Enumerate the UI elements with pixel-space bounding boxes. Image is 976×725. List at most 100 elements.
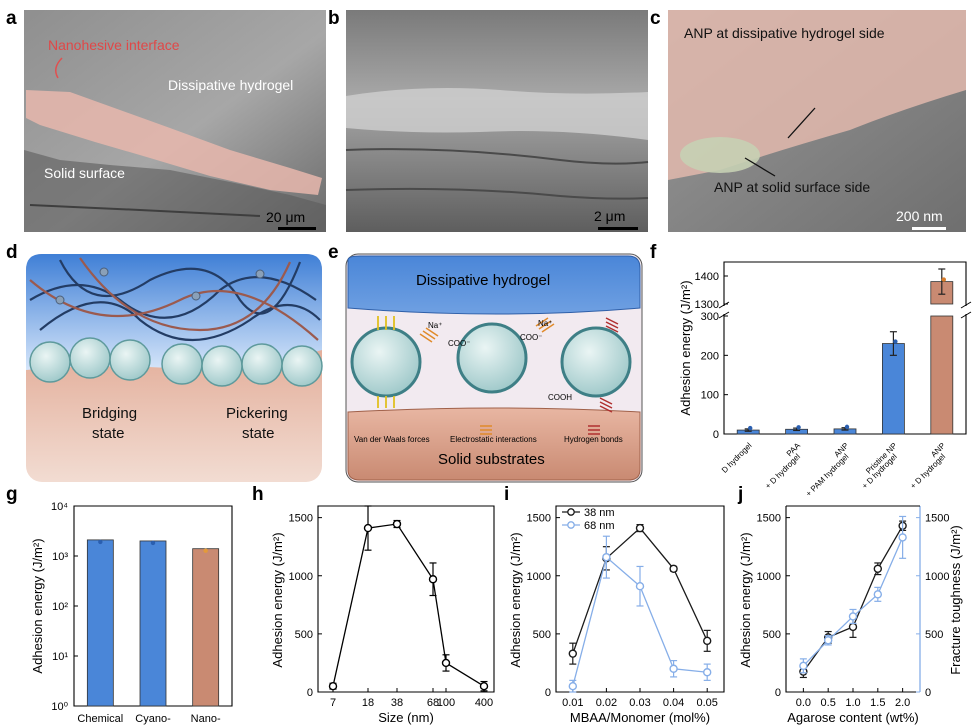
h-xtick-label-1: 18 (362, 697, 374, 709)
panel-c: c ANP at dissipative hydrogel side ANP a… (650, 8, 966, 232)
panel-letter-b: b (328, 8, 340, 29)
h-ytick-label-0: 0 (307, 687, 313, 699)
j-xlabel: Agarose content (wt%) (787, 710, 919, 725)
g-bar-1 (139, 540, 167, 707)
f-bar-3 (882, 343, 905, 435)
f-point-1 (796, 425, 801, 430)
g-ylabel: Adhesion energy (J/m²) (30, 538, 45, 673)
h-xtick-label-4: 100 (437, 697, 455, 709)
f-break-mark-left-2 (718, 301, 730, 309)
nanohesive-layer (26, 90, 322, 195)
f-xlabel-4-1: + D hydrogel (909, 452, 948, 491)
h-xtick-label-0: 7 (330, 697, 336, 709)
g-xlabel-1-0: Cyano- (135, 713, 171, 725)
legend-electrostatic: Electrostatic interactions (450, 435, 537, 444)
panel-letter-h: h (252, 484, 264, 505)
i-ylabel: Adhesion energy (J/m²) (508, 532, 523, 667)
f-bar-4-lower (930, 315, 954, 435)
label-anp-hydrogel-side: ANP at dissipative hydrogel side (684, 25, 885, 41)
j-xtick-label-2: 1.0 (845, 697, 860, 709)
h-point-0 (328, 681, 338, 691)
g-point-1 (150, 540, 156, 546)
h-xtick-label-2: 38 (391, 697, 403, 709)
scale-bar-b (598, 227, 638, 230)
j-y2label: Fracture toughness (J/m²) (948, 525, 963, 675)
layer-line-b2 (345, 187, 649, 200)
j-series-1-point-4 (898, 533, 907, 542)
h-ytick-label-1: 500 (295, 629, 313, 641)
h-xtick-label-3: 68 (427, 697, 439, 709)
g-bar-2 (192, 548, 220, 707)
pointer-solid-side (744, 157, 776, 177)
f-ytick-label-2: 200 (701, 350, 719, 362)
nanoparticles-d (29, 337, 323, 387)
panel-e: e Dissipative hydrogel Solid substrates … (328, 242, 643, 483)
j-ytick-label-left-2: 1000 (757, 571, 781, 583)
h-ytick-label-2: 1000 (289, 571, 313, 583)
crosslink-points (55, 267, 265, 305)
electrostatic-marks (419, 317, 555, 435)
scale-bar-a (278, 227, 316, 230)
i-ytick-label-0: 0 (545, 687, 551, 699)
panel-letter-e: e (328, 242, 339, 263)
g-ytick-label-3: 10³ (52, 551, 68, 563)
panel-d: d Bridging state Pickering state (6, 242, 323, 482)
panel-a: a Nanohesive interface Dissipative hydro… (6, 8, 326, 232)
i-xlabel: MBAA/Monomer (mol%) (570, 710, 710, 725)
i-series-0-point-4 (703, 636, 712, 646)
layer-line-b1 (345, 148, 649, 165)
solid-surface-region (24, 150, 326, 232)
i-series-1-point-4 (703, 668, 712, 677)
i-legend-marker-0 (567, 508, 575, 516)
f-point-2 (844, 424, 850, 430)
panel-b: b 2 μm (328, 8, 649, 232)
i-series-1-point-3 (669, 664, 678, 673)
i-series-1-point-1 (602, 552, 611, 562)
i-series-0-point-0 (568, 649, 577, 658)
j-series-1-point-0 (799, 661, 808, 671)
f-ytick-label-5: 1400 (695, 271, 719, 283)
h-line (332, 523, 485, 687)
f-axes-frame (723, 261, 967, 435)
label-dissipative-hydrogel-e: Dissipative hydrogel (416, 272, 550, 289)
i-series-1-point-0 (568, 681, 577, 691)
panel-letter-i: i (504, 484, 509, 505)
h-axes-frame (317, 505, 495, 693)
label-pickering-state: state (242, 425, 275, 442)
f-xlabel-2-1: + PAM hydrogel (804, 452, 851, 499)
g-xlabel-2-0: Nano- (191, 713, 221, 725)
j-ytick-label-left-0: 0 (775, 687, 781, 699)
panel-letter-d: d (6, 242, 18, 263)
scale-bar-c (912, 227, 946, 230)
j-series-1-point-2 (848, 612, 858, 621)
j-series-0-point-3 (873, 564, 883, 573)
scale-bar-label-b: 2 μm (594, 208, 625, 224)
i-xtick-label-0: 0.01 (562, 697, 583, 709)
panel-letter-g: g (6, 484, 18, 505)
scale-bar-label-c: 200 nm (896, 208, 943, 224)
label-dissipative-hydrogel: Dissipative hydrogel (168, 77, 293, 93)
i-ytick-label-1: 500 (533, 629, 551, 641)
vdw-arrows (377, 316, 395, 408)
g-ytick-label-0: 10⁰ (51, 701, 68, 713)
label-bridging-state: state (92, 425, 125, 442)
label-pickering: Pickering (226, 405, 288, 422)
i-series-0-point-3 (669, 564, 678, 573)
nanoparticles-e (350, 322, 632, 398)
f-ytick-label-3: 300 (701, 311, 719, 323)
hydrogel-e (347, 255, 641, 315)
hydrogen-bond-marks (588, 317, 619, 435)
f-ylabel: Adhesion energy (J/m²) (678, 280, 693, 415)
i-axes-frame (555, 505, 725, 693)
f-break-mark-right-1 (960, 311, 972, 319)
i-xtick-label-2: 0.03 (629, 697, 650, 709)
i-legend-label-0: 38 nm (584, 507, 615, 519)
label-cooh: COOH (548, 393, 572, 402)
panel-letter-a: a (6, 8, 17, 29)
panel-letter-c: c (650, 8, 661, 29)
scale-bar-label-a: 20 μm (266, 209, 305, 225)
label-anp-solid-side: ANP at solid surface side (714, 179, 870, 195)
j-xtick-label-0: 0.0 (796, 697, 811, 709)
h-point-3 (428, 575, 438, 584)
